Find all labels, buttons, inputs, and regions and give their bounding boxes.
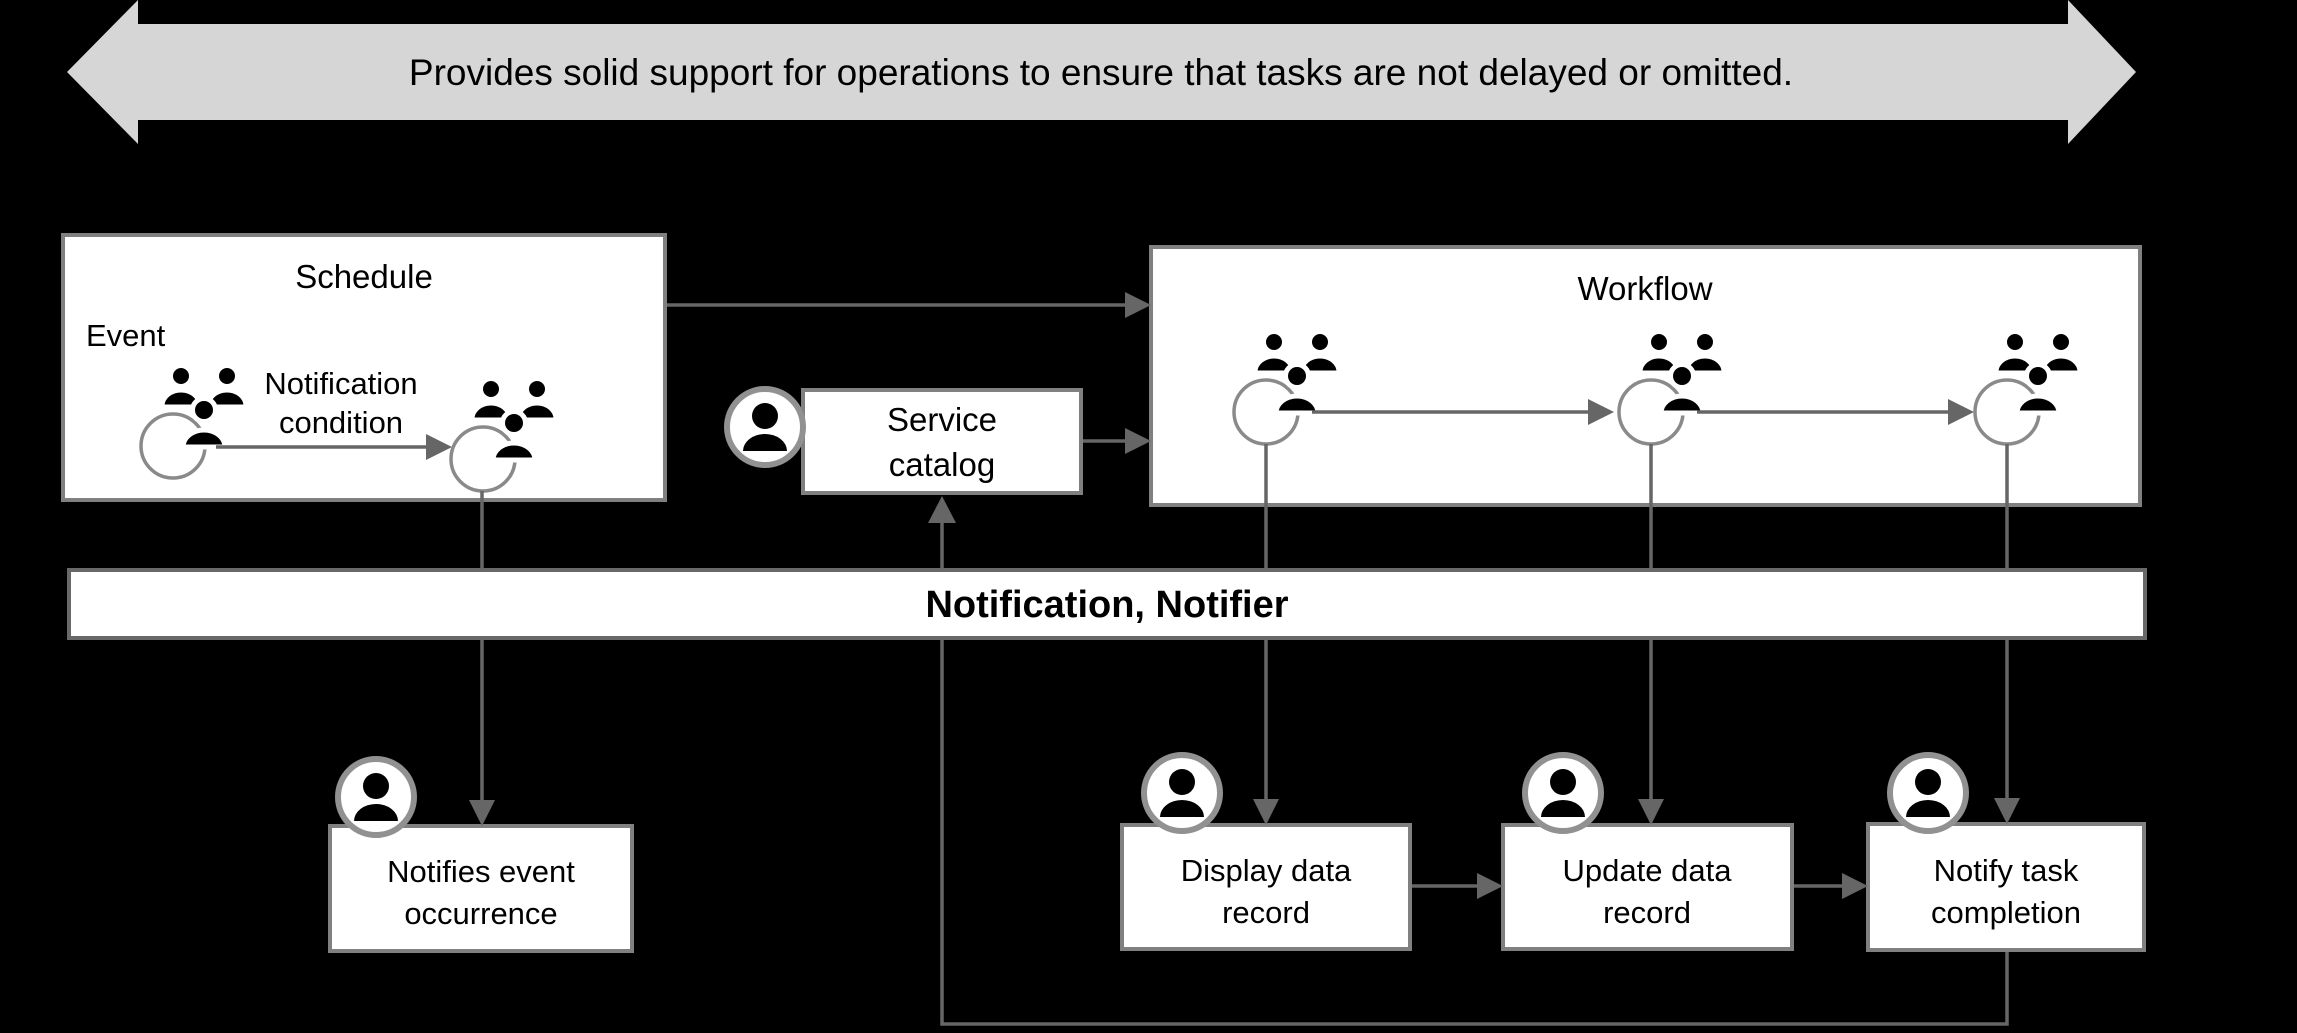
workflow-box <box>1149 245 2142 507</box>
connectors <box>480 303 2009 1026</box>
update-data-line1: Update data <box>1563 853 1733 888</box>
workflow-contents: Workflow <box>1232 270 2079 507</box>
service-catalog-box <box>801 388 1083 495</box>
notifies-event-box <box>328 824 634 953</box>
task-labels: Notifies event occurrence Display data r… <box>387 853 2081 931</box>
transition-label-line2: condition <box>279 405 403 440</box>
arrowhead-into-notify-completion <box>1994 798 2020 824</box>
notification-bar-text: Notification, Notifier <box>925 584 1288 626</box>
schedule-node-event <box>139 367 245 480</box>
connector-feedback-loop <box>940 521 2009 1026</box>
notify-completion-box <box>1866 822 2146 952</box>
arrowhead-into-update-data <box>1638 799 1664 825</box>
schedule-box <box>61 233 667 502</box>
person-icon-service-catalog <box>727 389 803 465</box>
transition-label-line1: Notification <box>264 366 417 401</box>
workflow-title: Workflow <box>1577 270 1712 307</box>
notifies-event-line2: occurrence <box>404 896 557 931</box>
schedule-contents: Schedule Event Notification condition <box>86 258 555 502</box>
double-arrow-banner-shape <box>67 0 2136 144</box>
notifies-event-line1: Notifies event <box>387 854 575 889</box>
display-data-box <box>1120 823 1412 951</box>
banner: Provides solid support for operations to… <box>67 0 2136 144</box>
update-data-line2: record <box>1603 895 1691 930</box>
service-catalog-line2: catalog <box>889 446 995 483</box>
person-icon-notifies-event <box>338 759 414 835</box>
arrowhead-workflow-node2 <box>1588 399 1614 425</box>
update-data-box <box>1501 823 1794 951</box>
arrowhead-into-notifies-event <box>469 800 495 826</box>
notify-completion-line2: completion <box>1931 895 2081 930</box>
notify-completion-line1: Notify task <box>1934 853 2079 888</box>
display-data-line1: Display data <box>1181 853 1352 888</box>
arrowheads <box>426 292 2020 899</box>
schedule-title: Schedule <box>295 258 433 295</box>
arrowhead-into-workflow-mid <box>1125 428 1151 454</box>
arrowhead-into-service-catalog <box>928 496 956 523</box>
arrowhead-into-display-data <box>1253 799 1279 825</box>
service-catalog-line1: Service <box>887 401 997 438</box>
person-icon-notify-completion <box>1890 755 1966 831</box>
arrowhead-schedule-transition <box>426 434 452 460</box>
banner-text: Provides solid support for operations to… <box>409 52 1793 93</box>
display-data-line2: record <box>1222 895 1310 930</box>
arrowhead-into-notify-from-update <box>1842 873 1868 899</box>
person-icon-display-data <box>1144 755 1220 831</box>
arrowhead-workflow-node3 <box>1948 399 1974 425</box>
arrowhead-into-workflow-top <box>1125 292 1151 318</box>
service-catalog-contents: Service catalog <box>887 401 997 483</box>
arrowhead-into-update-from-display <box>1477 873 1503 899</box>
event-label: Event <box>86 318 166 353</box>
person-icon-update-data <box>1525 755 1601 831</box>
notification-notifier-bar <box>67 568 2147 640</box>
